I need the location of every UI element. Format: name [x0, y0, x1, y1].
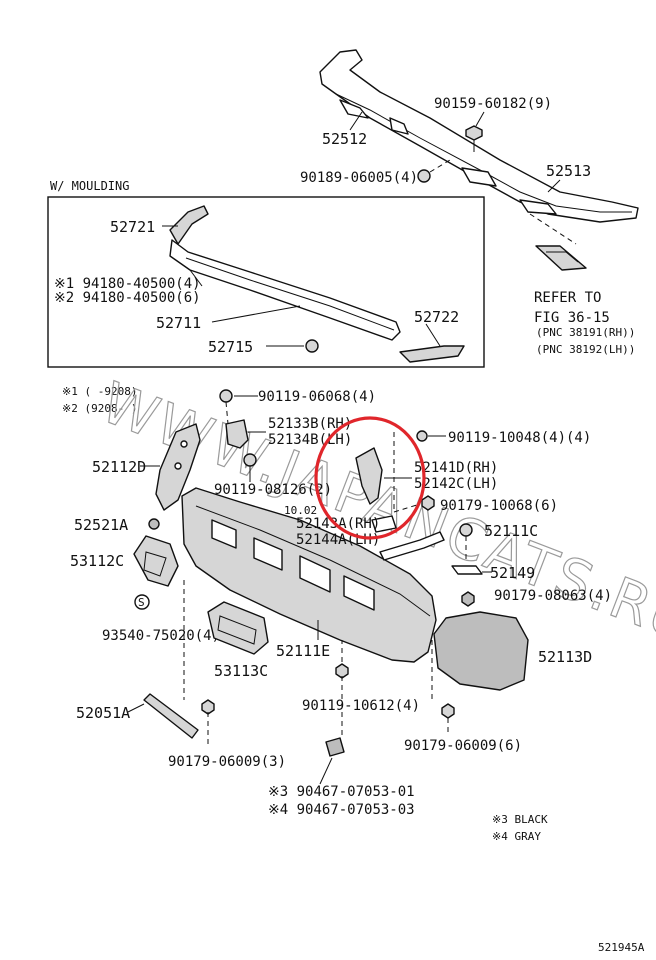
stay-52143a: [371, 515, 445, 561]
end-cap-52113d: [433, 611, 529, 691]
label-90467-b: ※4 90467-07053-03: [268, 802, 415, 818]
label-90467-a: ※3 90467-07053-01: [268, 784, 415, 800]
label-52134b: 52134B(LH): [268, 432, 352, 448]
moulding-box: [47, 196, 485, 368]
clip-icon: [305, 339, 319, 353]
label-90189-06005: 90189-06005(4): [300, 170, 418, 186]
bracket-52133b: [225, 419, 249, 449]
label-53112c: 53112C: [70, 552, 124, 570]
nut-icon: [421, 495, 435, 511]
clip-icon: [325, 737, 345, 757]
moulding-end-52721: [169, 205, 209, 245]
reinforcement-52512: [319, 49, 639, 223]
highlight-circle: [314, 416, 426, 540]
bolt-icon: [465, 125, 483, 152]
label-90119-10612: 90119-10612(4): [302, 698, 420, 714]
label-90179-08063: 90179-08063(4): [494, 588, 612, 604]
label-pnc-38191: (PNC 38191(RH)): [536, 326, 635, 339]
label-90179-10068: 90179-10068(6): [440, 498, 558, 514]
note-2: ※2 (9208- ): [62, 402, 137, 415]
note-1: ※1 ( -9208): [62, 385, 137, 398]
note-4: ※4 GRAY: [492, 830, 541, 843]
label-90179-06009-b: 90179-06009(6): [404, 738, 522, 754]
label-refer-to: REFER TO: [534, 290, 601, 306]
grille-53112c: [133, 535, 179, 587]
label-52715: 52715: [208, 338, 253, 356]
screw-icon: S: [134, 594, 150, 610]
label-52113d: 52113D: [538, 648, 592, 666]
note-3: ※3 BLACK: [492, 813, 548, 826]
label-52512: 52512: [322, 130, 367, 148]
retainer-52112d: [155, 423, 201, 511]
bolt-icon: [219, 389, 233, 403]
clip-icon: [451, 565, 483, 575]
bracket-52141d: [355, 447, 383, 505]
screw-icon: [459, 523, 473, 537]
label-52143a: 52143A(RH): [296, 516, 380, 532]
stamp: 10.02: [284, 504, 317, 517]
label-93540-75020: 93540-75020(4): [102, 628, 220, 644]
label-52722: 52722: [414, 308, 459, 326]
grille-53113c: [207, 601, 269, 655]
label-52513: 52513: [546, 162, 591, 180]
label-52721: 52721: [110, 218, 155, 236]
figure-code: 521945A: [598, 941, 645, 954]
label-94180-b: ※2 94180-40500(6): [54, 290, 201, 306]
label-52051a: 52051A: [76, 704, 130, 722]
bolt-icon: [416, 430, 428, 442]
label-pnc-38192: (PNC 38192(LH)): [536, 343, 635, 356]
label-53113c: 53113C: [214, 662, 268, 680]
nut-icon: [461, 591, 475, 607]
bracket-icon: [535, 245, 587, 271]
label-fig-36-15: FIG 36-15: [534, 310, 610, 326]
label-90119-06068: 90119-06068(4): [258, 389, 376, 405]
label-52111c: 52111C: [484, 522, 538, 540]
nut-icon: [201, 699, 215, 715]
nut-icon: [441, 703, 455, 719]
label-52149: 52149: [490, 564, 535, 582]
label-90159-60182: 90159-60182(9): [434, 96, 552, 112]
bolt-icon: [243, 453, 257, 467]
label-52144a: 52144A(LH): [296, 532, 380, 548]
label-52521a: 52521A: [74, 516, 128, 534]
label-90179-06009-a: 90179-06009(3): [168, 754, 286, 770]
moulding-end-52722: [399, 345, 465, 363]
label-52112d: 52112D: [92, 458, 146, 476]
label-52711: 52711: [156, 314, 201, 332]
label-52142c: 52142C(LH): [414, 476, 498, 492]
pad-icon: [148, 518, 160, 530]
label-94180-a: ※1 94180-40500(4): [54, 276, 201, 292]
label-52141d: 52141D(RH): [414, 460, 498, 476]
label-52133b: 52133B(RH): [268, 416, 352, 432]
label-90119-10048: 90119-10048(4)(4): [448, 430, 591, 446]
label-90119-08126: 90119-08126(2): [214, 482, 332, 498]
moulding-box-title: W/ MOULDING: [50, 179, 129, 193]
bolt-icon: [335, 663, 349, 679]
bumper-bar-52111e: [181, 487, 437, 663]
clip-icon: [417, 159, 451, 183]
bar-52051a: [143, 693, 199, 739]
label-52111e: 52111E: [276, 642, 330, 660]
svg-text:S: S: [138, 596, 145, 609]
moulding-52711: [169, 239, 401, 341]
